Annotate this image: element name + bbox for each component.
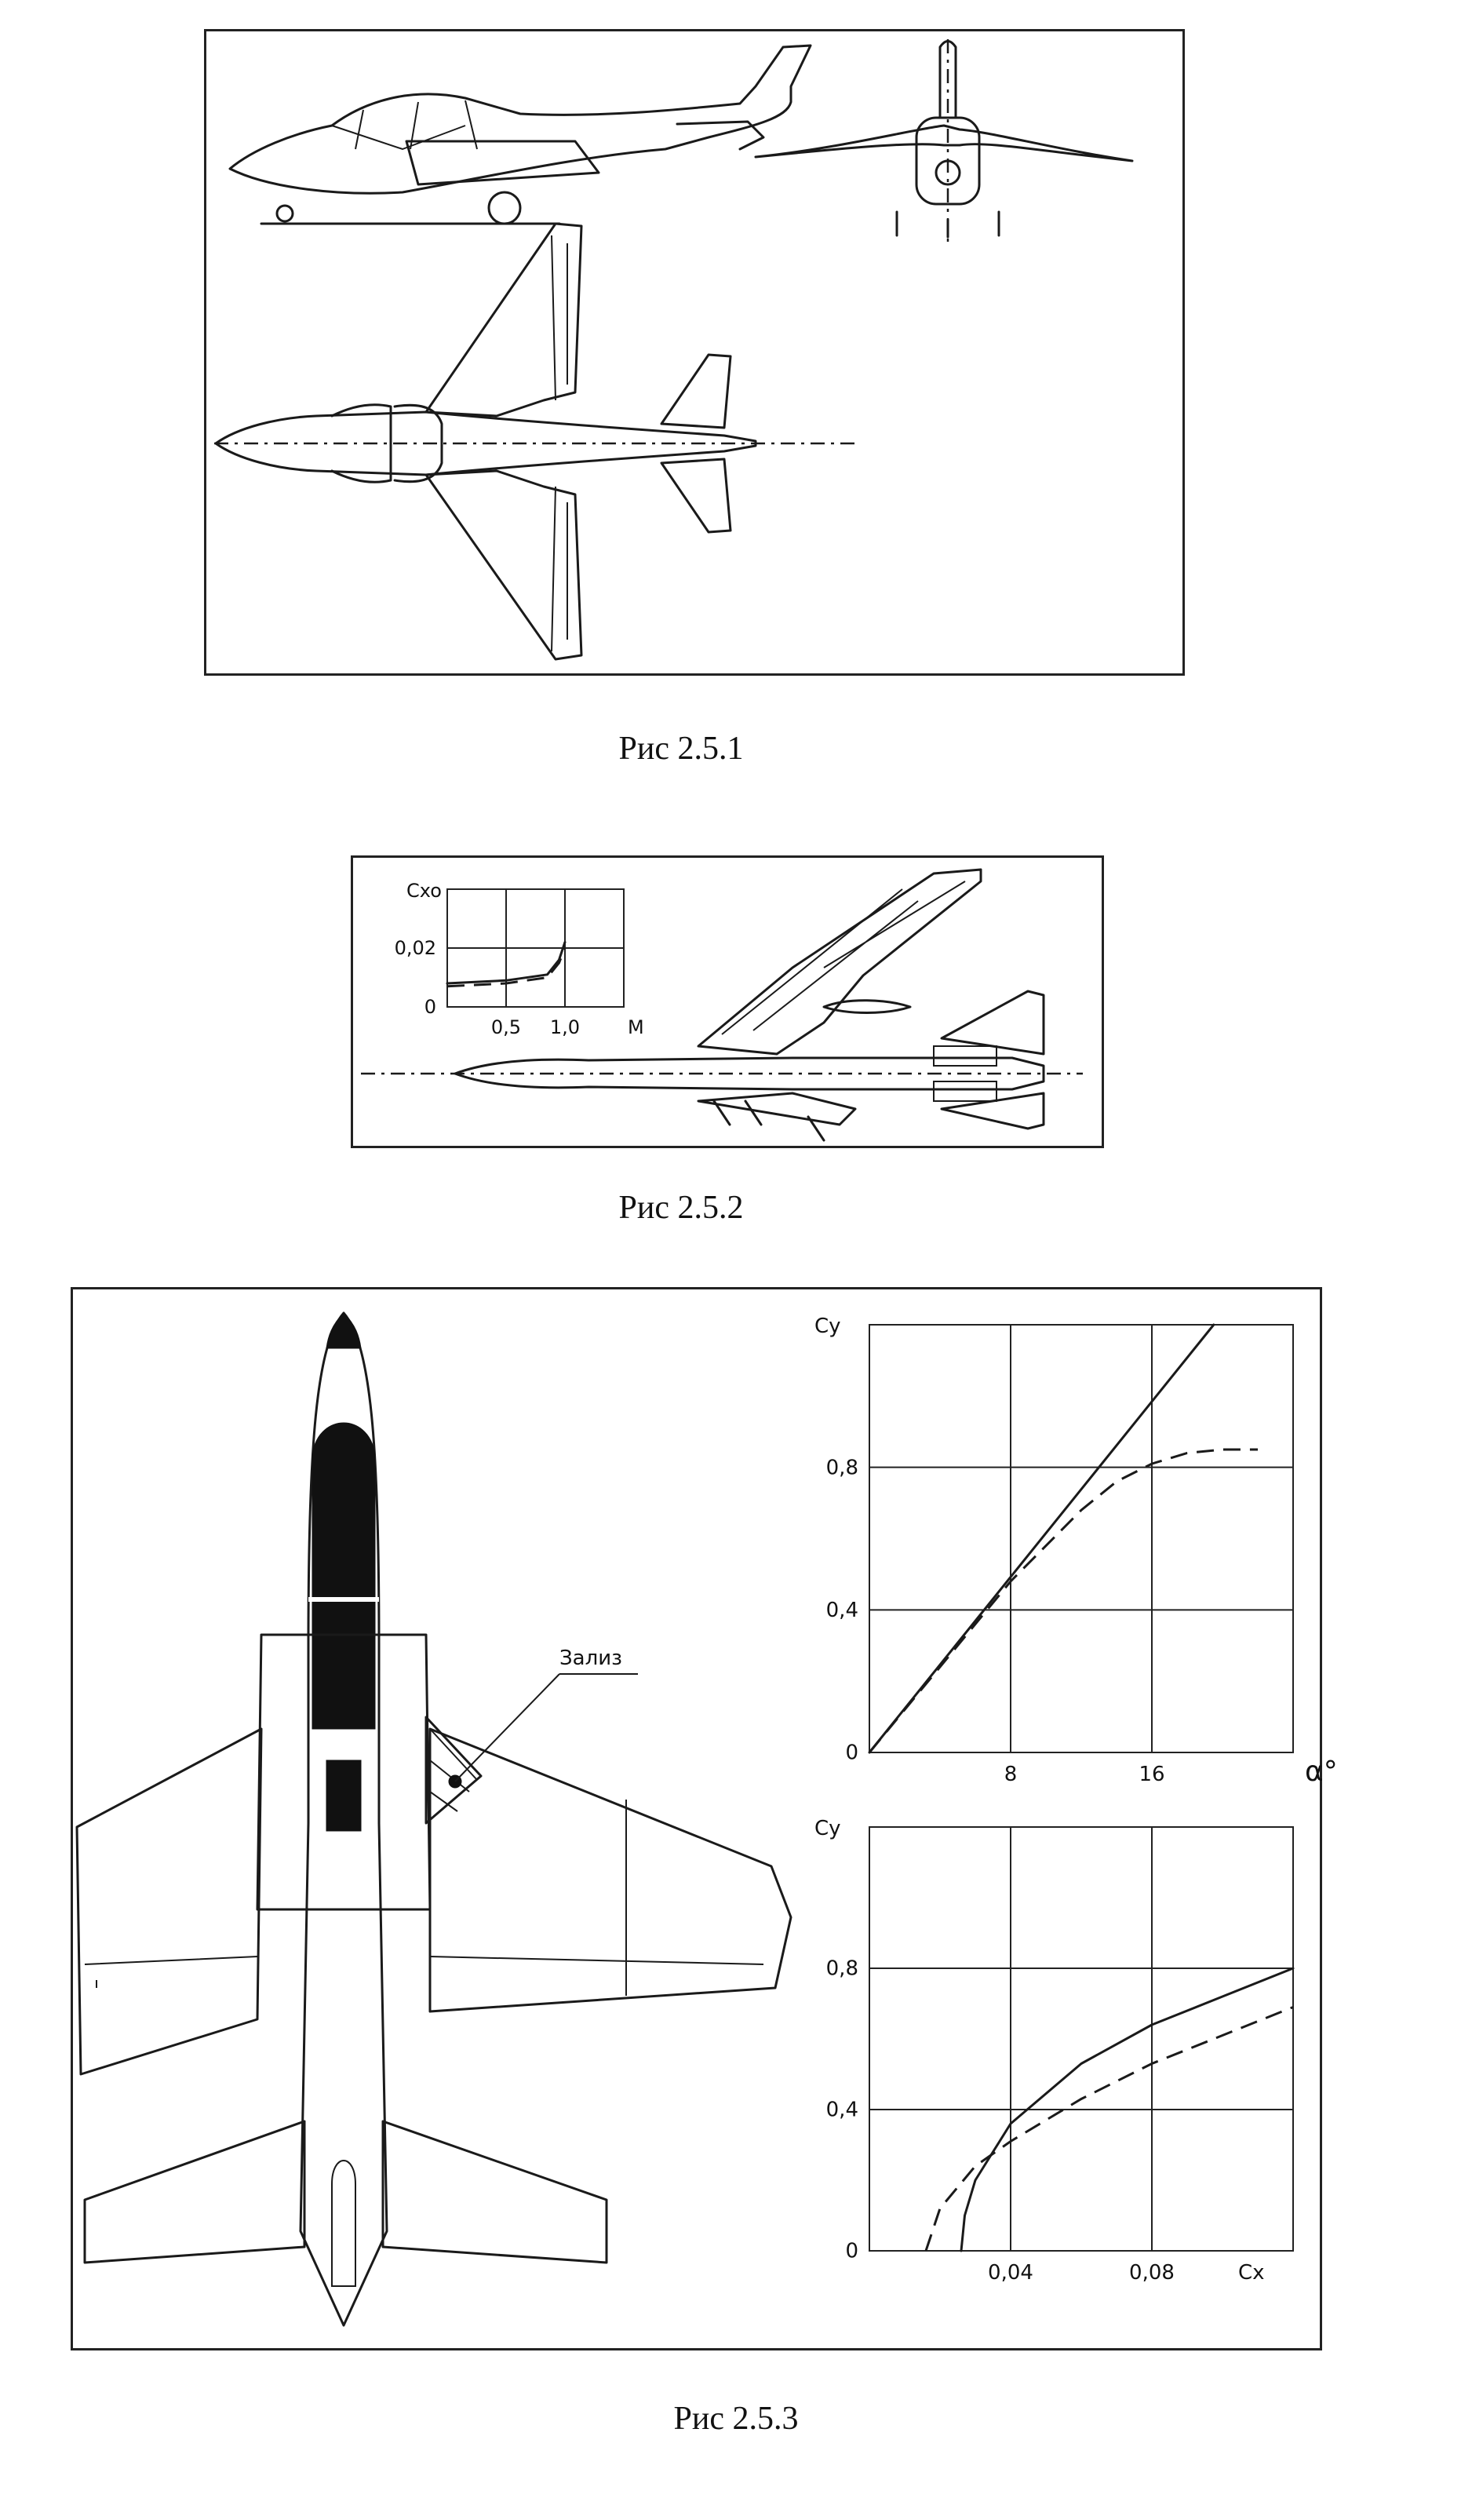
y-axis-label: Cy [814,1315,841,1338]
x-tick-label: 0,04 [988,2261,1033,2285]
series-line-solid [446,941,567,985]
aircraft-three-view-drawing [214,39,1134,661]
series-line-dashed [924,2006,1294,2252]
plot-area [869,1826,1294,2252]
x-tick-label: 0,08 [1129,2261,1175,2285]
x-axis-label: M [628,1016,644,1038]
y-tick-label: 0 [845,2240,858,2263]
callout-label: Зализ [559,1647,622,1670]
figure-2-5-1-caption: Рис 2.5.1 [618,731,744,767]
figure-2-5-3-caption: Рис 2.5.3 [673,2401,799,2437]
figure-2-5-1-frame [204,29,1185,676]
cy-alpha-chart: 8 16 0 0,4 0,8 Cy α° [814,1315,1338,1788]
y-tick-label: 0 [845,1741,858,1765]
x-tick-label: 1,0 [550,1016,580,1038]
y-axis-label: Cy [814,1817,841,1840]
y-tick-label: 0 [424,996,436,1018]
y-tick-label: 0,4 [826,2099,858,2122]
series-line-dashed [446,947,567,988]
y-axis-label: Cxo [406,880,442,902]
y-tick-label: 0,02 [395,937,436,959]
x-tick-label: 0,5 [491,1016,521,1038]
plot-area [869,1324,1294,1753]
figure-2-5-2-caption: Рис 2.5.2 [618,1190,744,1226]
y-tick-label: 0,8 [826,1957,858,1981]
y-tick-label: 0,4 [826,1599,858,1622]
series-line-solid [960,1967,1295,2252]
x-tick-label: 8 [1004,1763,1018,1786]
x-axis-label: Cx [1238,2261,1265,2285]
x-axis-label: α° [1305,1756,1338,1788]
x-tick-label: 16 [1139,1763,1164,1786]
y-tick-label: 0,8 [826,1456,858,1479]
series-line-dashed [868,1448,1258,1753]
